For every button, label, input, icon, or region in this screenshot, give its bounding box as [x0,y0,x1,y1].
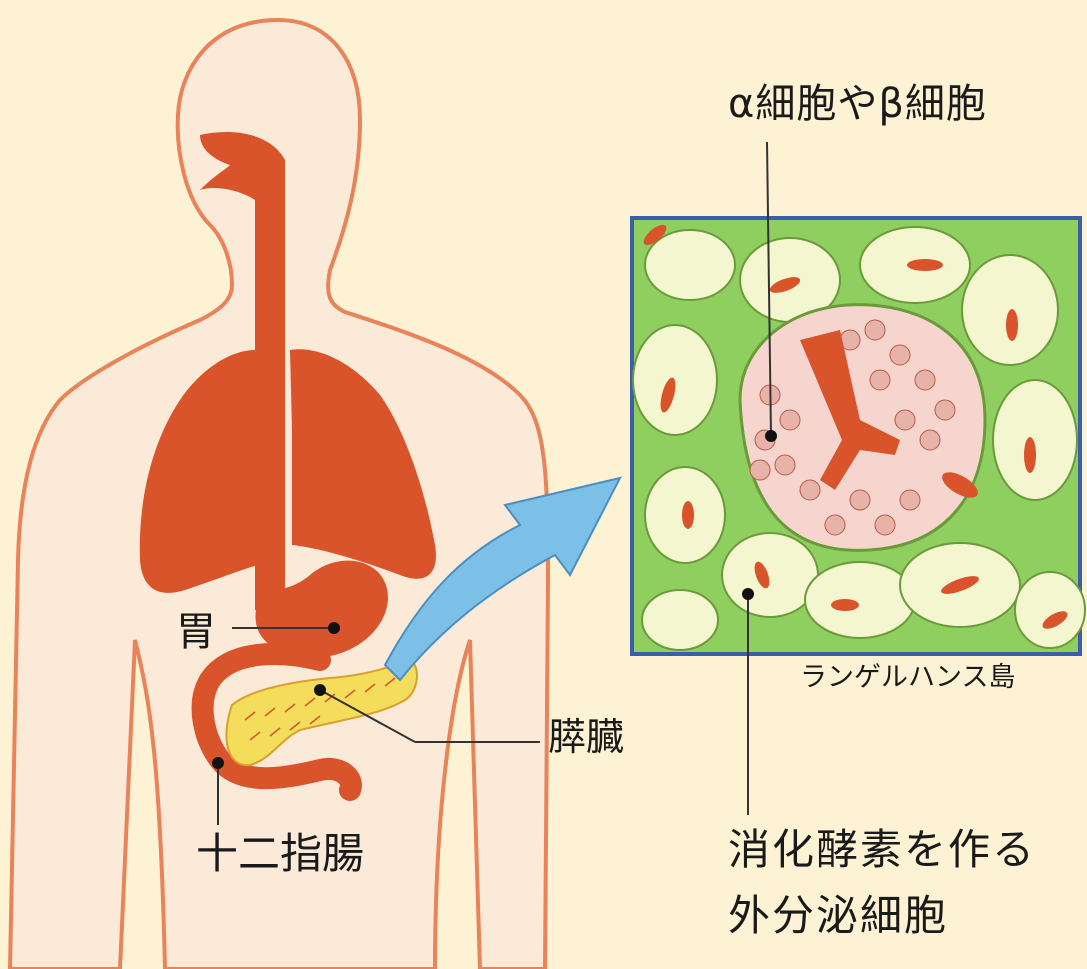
label-langerhans: ランゲルハンス島 [800,664,1015,691]
label-exocrine-line1: 消化酵素を作る [728,829,1036,871]
label-exocrine-line2: 外分泌細胞 [728,895,948,937]
label-stomach: 胃 [176,612,216,652]
label-duodenum: 十二指腸 [196,833,364,875]
langerhans-panel [632,218,1085,654]
label-alpha-beta-cells: α細胞やβ細胞 [728,84,987,124]
label-pancreas: 膵臓 [548,718,624,756]
